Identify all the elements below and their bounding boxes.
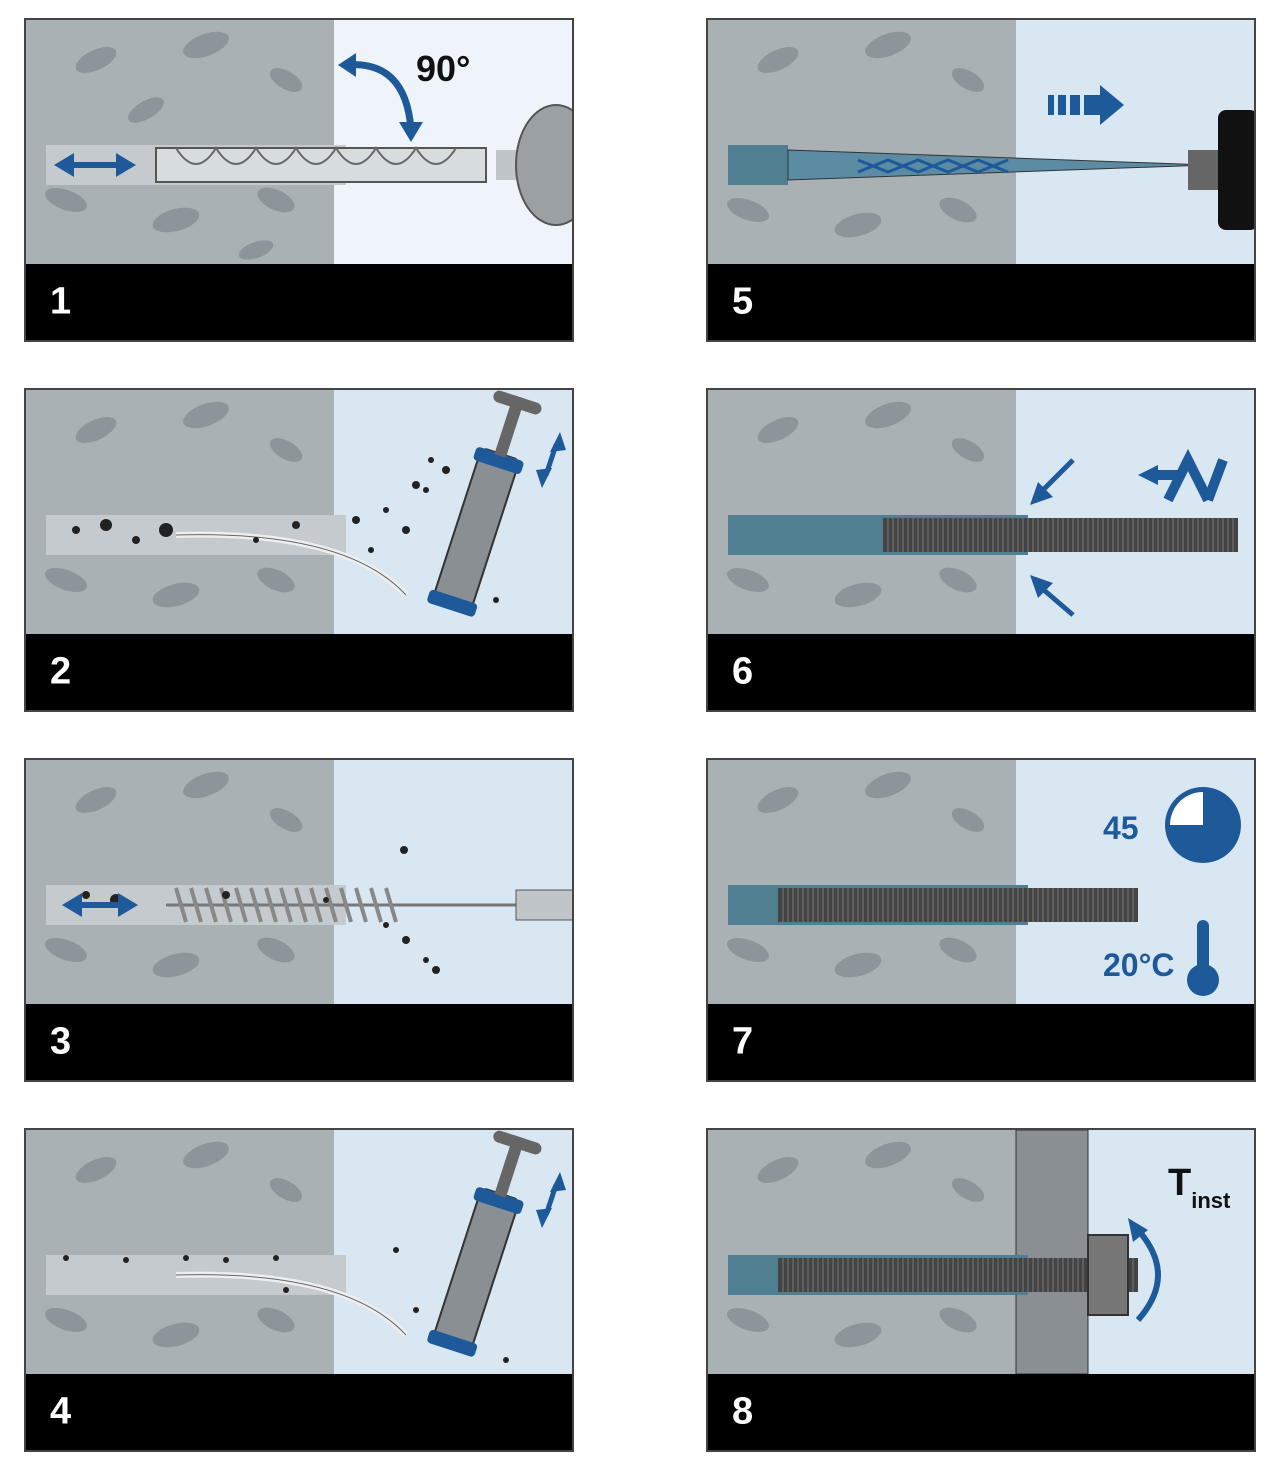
step-panel-6: 6 xyxy=(706,388,1256,712)
thermometer-icon xyxy=(1187,920,1219,996)
step-caption-bar: 7 xyxy=(708,1004,1254,1080)
step-caption-bar: 3 xyxy=(26,1004,572,1080)
step-6-illustration xyxy=(708,390,1254,634)
step-caption-bar: 2 xyxy=(26,634,572,710)
step-panel-2: 2 xyxy=(24,388,574,712)
step-number: 2 xyxy=(50,650,72,693)
step-panel-8: Tinst 8 xyxy=(706,1128,1256,1452)
step-number: 7 xyxy=(732,1020,754,1063)
rotation-arrow-icon xyxy=(1128,1218,1161,1322)
step-7-illustration xyxy=(708,760,1254,1004)
step-number: 1 xyxy=(50,280,72,323)
step-3-illustration xyxy=(26,760,572,1004)
step-panel-3: 3 xyxy=(24,758,574,1082)
clock-pie-icon xyxy=(1165,787,1241,863)
step-caption-bar: 8 xyxy=(708,1374,1254,1450)
step-number: 3 xyxy=(50,1020,72,1063)
torque-symbol: T xyxy=(1168,1162,1192,1204)
temperature-label: 20°C xyxy=(1103,947,1175,983)
dashed-arrow-right-icon xyxy=(1048,85,1124,125)
step-1-illustration xyxy=(26,20,572,264)
step-2-illustration xyxy=(26,390,572,634)
step-8-illustration xyxy=(708,1130,1254,1374)
torque-label: Tinst xyxy=(1168,1162,1231,1213)
step-panel-1: 90° 1 xyxy=(24,18,574,342)
step-4-illustration xyxy=(26,1130,572,1374)
concrete-aggregate xyxy=(45,31,303,260)
torque-subscript: inst xyxy=(1191,1187,1231,1213)
step-panel-4: 4 xyxy=(24,1128,574,1452)
step-panel-7: 45 20°C 7 xyxy=(706,758,1256,1082)
step-caption-bar: 1 xyxy=(26,264,572,340)
step-caption-bar: 5 xyxy=(708,264,1254,340)
step-caption-bar: 4 xyxy=(26,1374,572,1450)
cure-time-label: 45 xyxy=(1103,810,1139,846)
step-number: 4 xyxy=(50,1390,72,1433)
step-panel-5: 5 xyxy=(706,18,1256,342)
step-caption-bar: 6 xyxy=(708,634,1254,710)
step-5-illustration xyxy=(708,20,1254,264)
step-number: 8 xyxy=(732,1390,754,1433)
angle-label: 90° xyxy=(416,48,471,89)
step-number: 6 xyxy=(732,650,754,693)
step-number: 5 xyxy=(732,280,754,323)
